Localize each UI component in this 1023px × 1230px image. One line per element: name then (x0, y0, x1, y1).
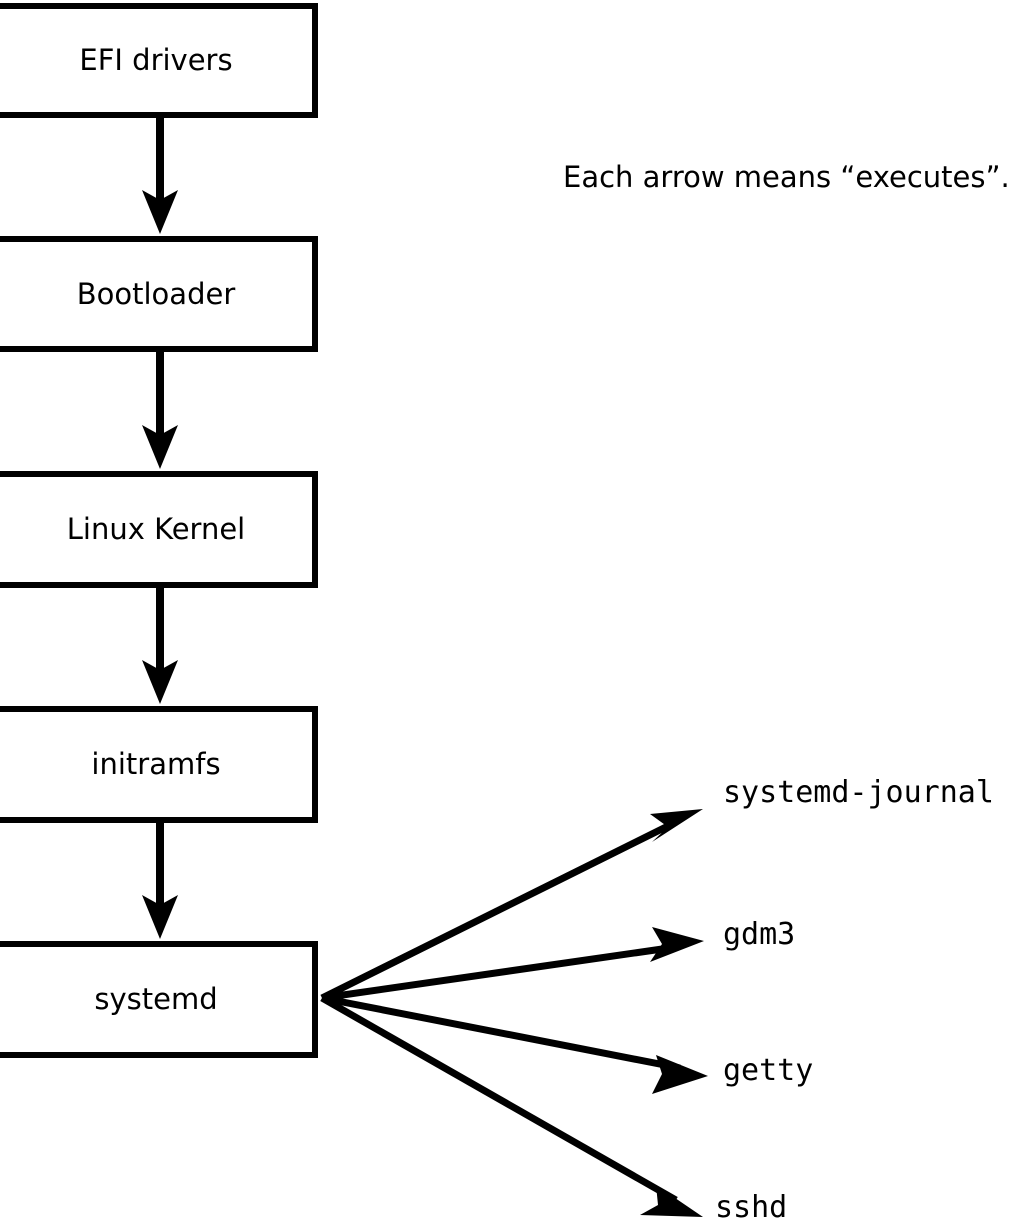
stage-label-systemd: systemd (94, 982, 218, 1016)
arrow-efi-to-bootloader (142, 118, 178, 234)
stage-box-linux-kernel[interactable]: Linux Kernel (0, 471, 318, 588)
arrow-systemd-to-systemd-journal (320, 809, 703, 1002)
arrow-systemd-to-gdm3 (321, 927, 704, 1002)
stage-box-systemd[interactable]: systemd (0, 941, 318, 1058)
arrow-initramfs-to-systemd (142, 823, 178, 939)
arrow-systemd-to-getty (321, 994, 708, 1094)
arrow-systemd-to-sshd (320, 994, 703, 1217)
service-label-getty[interactable]: getty (723, 1053, 814, 1088)
service-label-gdm3[interactable]: gdm3 (723, 917, 796, 952)
stage-label-linux-kernel: Linux Kernel (66, 512, 246, 546)
stage-label-efi-drivers: EFI drivers (79, 43, 233, 77)
stage-box-efi-drivers[interactable]: EFI drivers (0, 3, 318, 118)
arrow-bootloader-to-kernel (142, 352, 178, 469)
stage-label-initramfs: initramfs (91, 747, 221, 781)
stage-box-bootloader[interactable]: Bootloader (0, 236, 318, 352)
arrow-kernel-to-initramfs (142, 588, 178, 704)
stage-box-initramfs[interactable]: initramfs (0, 706, 318, 823)
diagram-caption: Each arrow means “executes”. (563, 160, 1010, 194)
stage-label-bootloader: Bootloader (76, 276, 236, 311)
service-label-sshd[interactable]: sshd (715, 1190, 788, 1225)
service-label-systemd-journal[interactable]: systemd-journal (723, 775, 994, 810)
